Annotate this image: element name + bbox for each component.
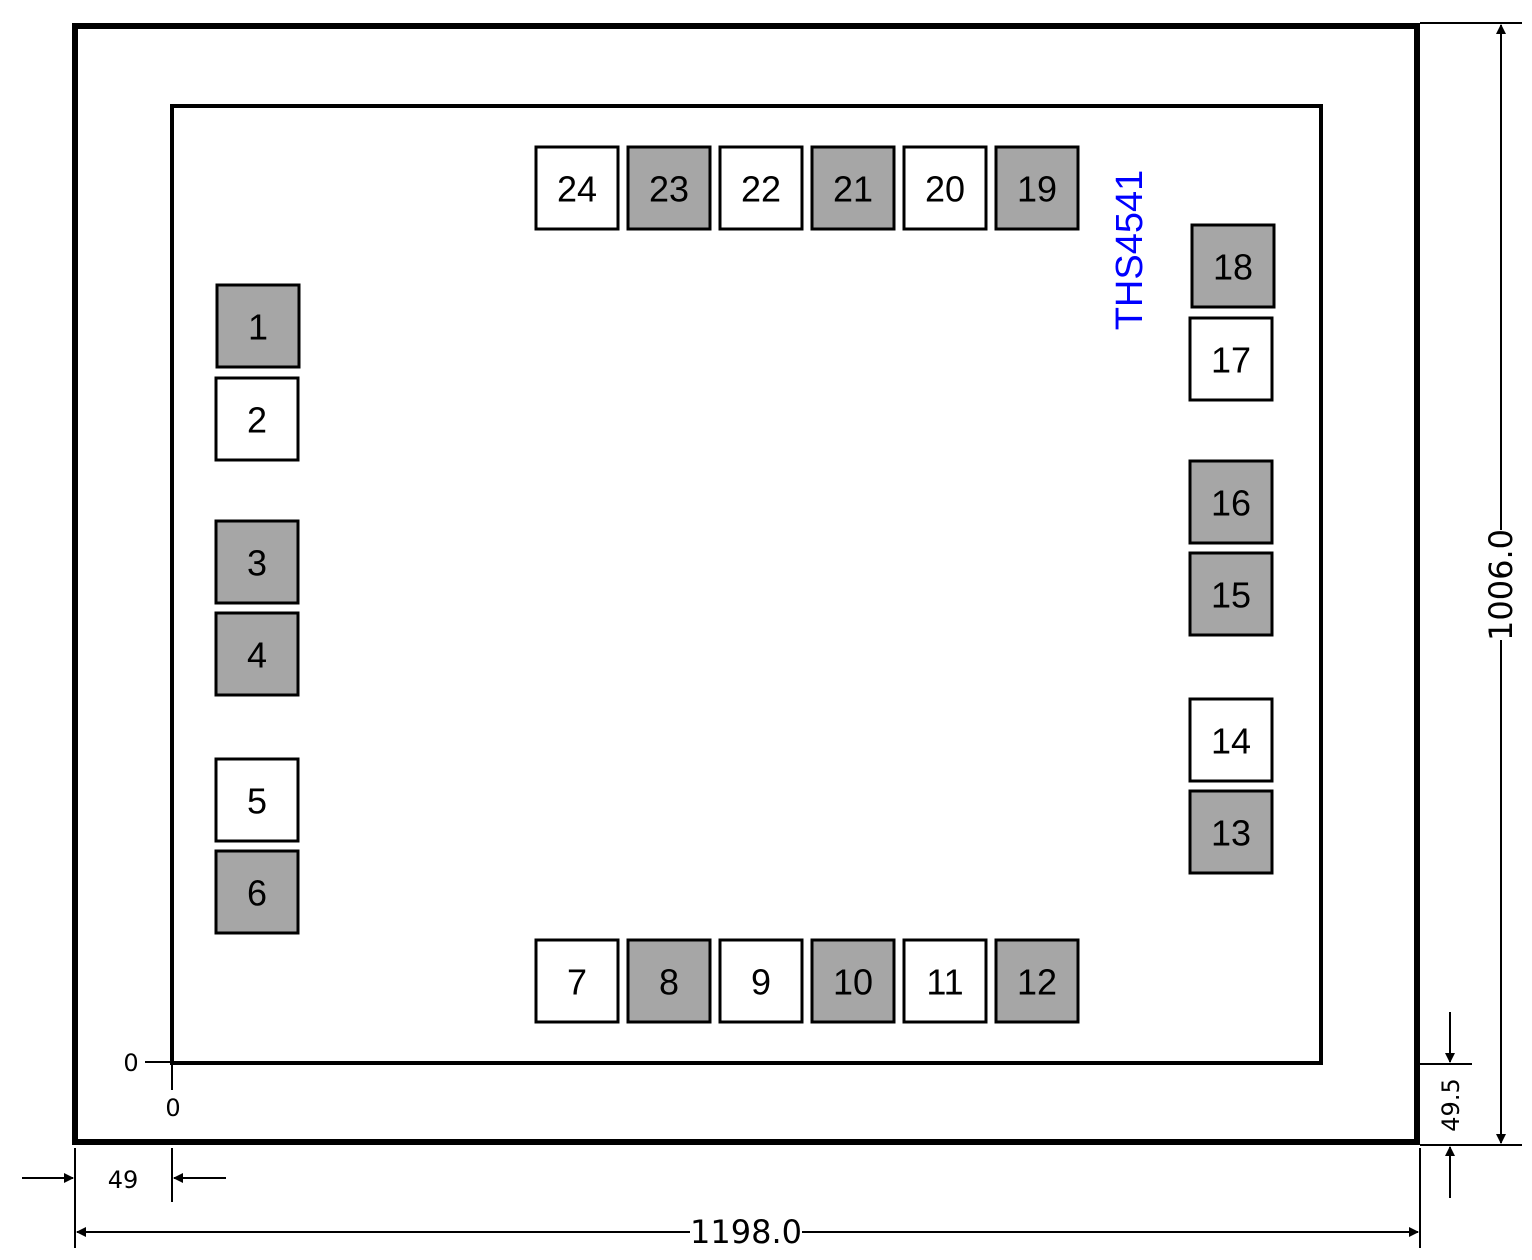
pad-4: 4 (214, 611, 300, 697)
origin-y-label: 0 (123, 1049, 138, 1077)
pad-16: 16 (1188, 459, 1274, 545)
pad-20: 20 (902, 145, 988, 231)
pad-22-label: 22 (741, 169, 781, 210)
pad-20-label: 20 (925, 169, 965, 210)
pad-9-shape (718, 938, 804, 1024)
pad-21-label: 21 (833, 169, 873, 210)
pad-7-shape (534, 938, 620, 1024)
pad-6: 6 (214, 849, 300, 935)
pad-15-shape (1188, 551, 1274, 637)
pad-21: 21 (810, 145, 896, 231)
pad-17-shape (1188, 316, 1274, 402)
pad-1-label: 1 (248, 307, 268, 348)
pad-7: 7 (534, 938, 620, 1024)
pad-13-shape (1188, 789, 1274, 875)
pad-8-label: 8 (659, 962, 679, 1003)
pad-6-label: 6 (247, 873, 267, 914)
margin-y-label: 49.5 (1437, 1078, 1465, 1131)
pad-16-label: 16 (1211, 483, 1251, 524)
pad-16-shape (1188, 459, 1274, 545)
pad-2-shape (214, 376, 300, 462)
pad-23-shape (626, 145, 712, 231)
origin-x-label: 0 (165, 1094, 180, 1122)
pad-4-label: 4 (247, 635, 267, 676)
pad-2-label: 2 (247, 400, 267, 441)
pad-22: 22 (718, 145, 804, 231)
pad-11-shape (902, 938, 988, 1024)
pad-21-shape (810, 145, 896, 231)
pad-17-label: 17 (1211, 340, 1251, 381)
pad-7-label: 7 (567, 962, 587, 1003)
pad-14: 14 (1188, 697, 1274, 783)
height-dimension-label: 1006.0 (1482, 529, 1520, 641)
pad-13: 13 (1188, 789, 1274, 875)
pad-11-label: 11 (926, 962, 963, 1003)
pad-10-label: 10 (833, 962, 873, 1003)
pad-12-shape (994, 938, 1080, 1024)
pad-23-label: 23 (649, 169, 689, 210)
part-label: THS4541 (1109, 170, 1151, 331)
pad-15-label: 15 (1211, 575, 1251, 616)
outer-board-outline (72, 23, 1420, 1145)
pad-3: 3 (214, 519, 300, 605)
width-dimension-label: 1198.0 (690, 1213, 802, 1251)
pad-5-label: 5 (247, 781, 267, 822)
pad-24-label: 24 (557, 169, 597, 210)
pad-23: 23 (626, 145, 712, 231)
pad-15: 15 (1188, 551, 1274, 637)
pad-1: 1 (215, 283, 301, 369)
pad-10: 10 (810, 938, 896, 1024)
pad-3-shape (214, 519, 300, 605)
pad-3-label: 3 (247, 543, 267, 584)
pad-19-label: 19 (1017, 169, 1057, 210)
pad-19-shape (994, 145, 1080, 231)
pad-14-shape (1188, 697, 1274, 783)
pad-14-label: 14 (1211, 721, 1251, 762)
pad-10-shape (810, 938, 896, 1024)
pad-2: 2 (214, 376, 300, 462)
pad-18-label: 18 (1213, 247, 1253, 288)
pad-18: 18 (1190, 223, 1276, 309)
pad-1-shape (215, 283, 301, 369)
pad-5: 5 (214, 757, 300, 843)
inner-package-outline (170, 104, 1323, 1065)
pad-24-shape (534, 145, 620, 231)
pad-9-label: 9 (751, 962, 771, 1003)
margin-x-label: 49 (108, 1166, 139, 1194)
pad-24: 24 (534, 145, 620, 231)
pad-6-shape (214, 849, 300, 935)
pad-12: 12 (994, 938, 1080, 1024)
pad-12-label: 12 (1017, 962, 1057, 1003)
pad-20-shape (902, 145, 988, 231)
pad-9: 9 (718, 938, 804, 1024)
pad-5-shape (214, 757, 300, 843)
pad-8: 8 (626, 938, 712, 1024)
pad-4-shape (214, 611, 300, 697)
pad-19: 19 (994, 145, 1080, 231)
pad-8-shape (626, 938, 712, 1024)
pad-22-shape (718, 145, 804, 231)
pad-17: 17 (1188, 316, 1274, 402)
pad-18-shape (1190, 223, 1276, 309)
pad-11: 11 (902, 938, 988, 1024)
pad-13-label: 13 (1211, 813, 1251, 854)
